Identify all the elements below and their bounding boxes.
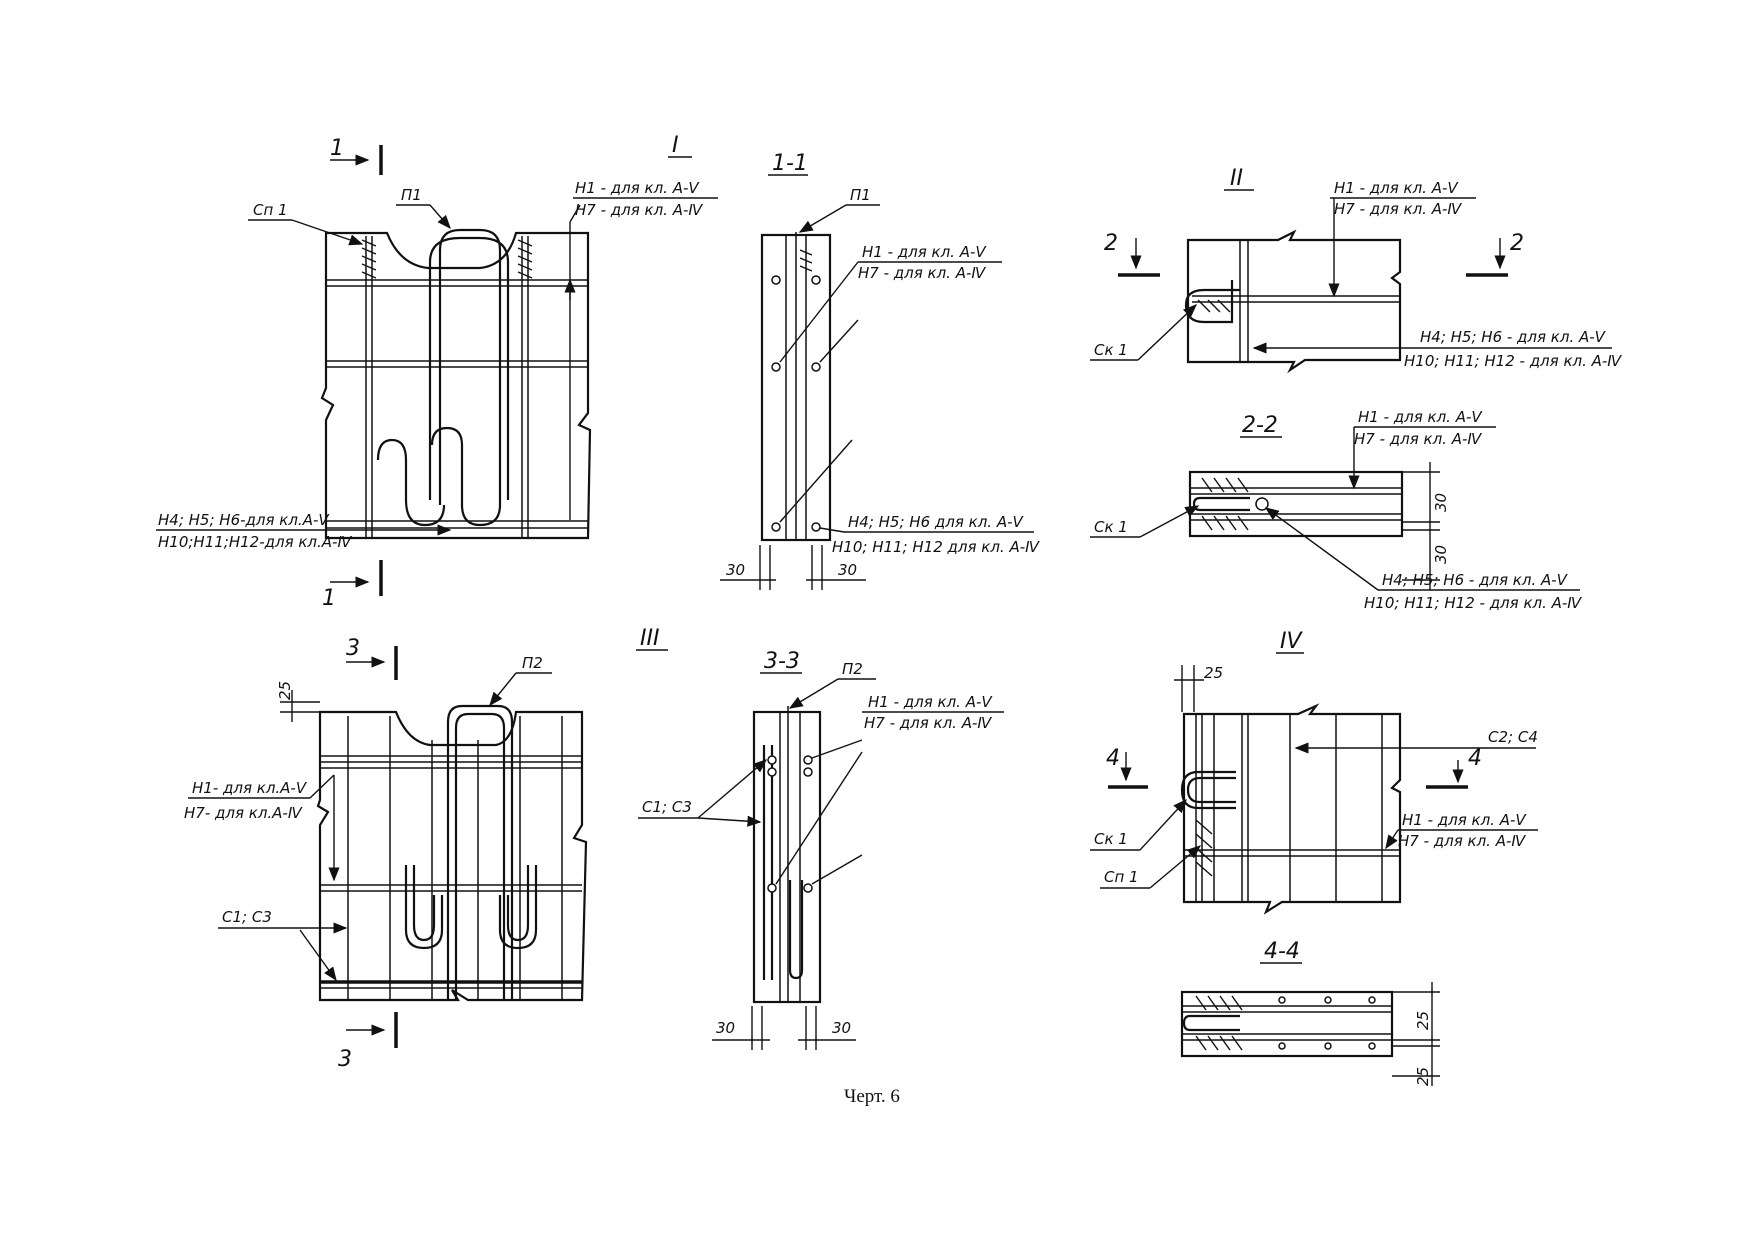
dim-30-left-sec11: 30 (726, 561, 745, 579)
section-3-3-title: 3-3 (764, 649, 800, 674)
h1-label-sec22: Н1 - для кл. А-Ⅴ (1358, 408, 1483, 426)
view-iii: III 3 25 Н1- для кл.А-Ⅴ (184, 626, 668, 1072)
dim-30-right-sec11: 30 (838, 561, 857, 579)
h1-label-sec11: Н1 - для кл. А-Ⅴ (862, 243, 987, 261)
h7-label-sec22: Н7 - для кл. А-Ⅳ (1354, 430, 1482, 448)
section-4-4: 4-4 25 25 (1180, 939, 1440, 1086)
h456-label-view-i: Н4; Н5; Н6-для кл.А-Ⅴ (158, 511, 330, 529)
p1-label-sec11: П1 (850, 186, 871, 204)
h101112-label-view-ii: Н10; Н11; Н12 - для кл. А-Ⅳ (1404, 352, 1622, 370)
cut-3-bottom-label: 3 (338, 1047, 352, 1072)
cut-2-left-label: 2 (1104, 231, 1118, 256)
cut-2-right-label: 2 (1510, 231, 1524, 256)
h101112-label-view-i: Н10;Н11;Н12-для кл.А-Ⅳ (158, 533, 352, 551)
view-ii: II 2 Н1 - для кл. А-Ⅴ Н7 - для кл. А-Ⅳ Н… (1090, 166, 1622, 374)
view-iv-title: IV (1280, 629, 1303, 654)
h7-label-view-iii: Н7- для кл.А-Ⅳ (184, 804, 303, 822)
cut-4-right-label: 4 (1468, 746, 1482, 771)
section-2-2-title: 2-2 (1242, 413, 1278, 438)
h456-label-sec11: Н4; Н5; Н6 для кл. А-Ⅴ (848, 513, 1024, 531)
h456-label-sec22: Н4; Н5; Н6 - для кл. А-Ⅴ (1382, 571, 1569, 589)
ck1-label-view-iv: Ск 1 (1094, 830, 1128, 848)
ck1-label-view-ii: Ск 1 (1094, 341, 1128, 359)
h1-label-view-iii: Н1- для кл.А-Ⅴ (192, 779, 308, 797)
dim-25-upper-sec44: 25 (1414, 1011, 1432, 1030)
h7-label-view-i: Н7 - для кл. А-Ⅳ (575, 201, 703, 219)
sp1-label-view-i: Сп 1 (253, 201, 288, 219)
section-4-4-title: 4-4 (1264, 939, 1300, 964)
h456-label-view-ii: Н4; Н5; Н6 - для кл. А-Ⅴ (1420, 328, 1607, 346)
cut-1-bottom-label: 1 (322, 586, 336, 611)
p1-label: П1 (401, 186, 422, 204)
section-1-1-title: 1-1 (772, 151, 808, 176)
cut-4-left-label: 4 (1106, 746, 1120, 771)
c2c4-label: С2; С4 (1488, 728, 1538, 746)
section-2-2: 2-2 Н1 - для кл. А-Ⅴ Н7 - для кл. А-Ⅳ Ск… (1090, 408, 1582, 612)
section-3-3: 3-3 П2 Н1 - для кл. А-Ⅴ Н7 - для кл. А-Ⅳ… (638, 649, 1004, 1050)
cut-1-top-label: 1 (330, 136, 344, 161)
h7-label-sec33: Н7 - для кл. А-Ⅳ (864, 714, 992, 732)
ck1-label-sec22: Ск 1 (1094, 518, 1128, 536)
sp1-label-view-iv: Сп 1 (1104, 868, 1139, 886)
dim-25-lower-sec44: 25 (1414, 1067, 1432, 1086)
c1c3-label-sec33: С1; С3 (642, 798, 692, 816)
dim-30-right-sec33: 30 (832, 1019, 851, 1037)
h1-label-sec33: Н1 - для кл. А-Ⅴ (868, 693, 993, 711)
h1-label-view-ii: Н1 - для кл. А-Ⅴ (1334, 179, 1459, 197)
view-iii-title: III (640, 626, 659, 651)
h101112-label-sec22: Н10; Н11; Н12 - для кл. А-Ⅳ (1364, 594, 1582, 612)
h1-label-view-iv: Н1 - для кл. А-Ⅴ (1402, 811, 1527, 829)
p2-label-sec33: П2 (842, 660, 863, 678)
h1-label-view-i: Н1 - для кл. А-Ⅴ (575, 179, 700, 197)
dim-30-lower-sec22: 30 (1432, 545, 1450, 564)
h7-label-sec11: Н7 - для кл. А-Ⅳ (858, 264, 986, 282)
drawing-caption: Черт. 6 (844, 1086, 900, 1107)
h7-label-view-ii: Н7 - для кл. А-Ⅳ (1334, 200, 1462, 218)
view-ii-title: II (1230, 166, 1243, 191)
c1c3-label-view-iii: С1; С3 (222, 908, 272, 926)
h7-label-view-iv: Н7 - для кл. А-Ⅳ (1398, 832, 1526, 850)
dim-30-left-sec33: 30 (716, 1019, 735, 1037)
view-i: I 1 П1 Сп 1 (156, 133, 718, 611)
h101112-label-sec11: Н10; Н11; Н12 для кл. А-Ⅳ (832, 538, 1040, 556)
p2-label: П2 (522, 654, 543, 672)
cut-3-top-label: 3 (346, 636, 360, 661)
dim-30-upper-sec22: 30 (1432, 493, 1450, 512)
dim-25-view-iv: 25 (1204, 664, 1223, 682)
view-iv: IV 25 4 4 С2; С4 Н1 - для кл. (1090, 629, 1538, 915)
section-1-1: 1-1 П1 Н1 - для кл. А-Ⅴ Н7 - для кл. А-Ⅳ… (720, 151, 1040, 590)
dim-25-view-iii: 25 (276, 681, 294, 700)
view-i-title: I (672, 133, 679, 158)
